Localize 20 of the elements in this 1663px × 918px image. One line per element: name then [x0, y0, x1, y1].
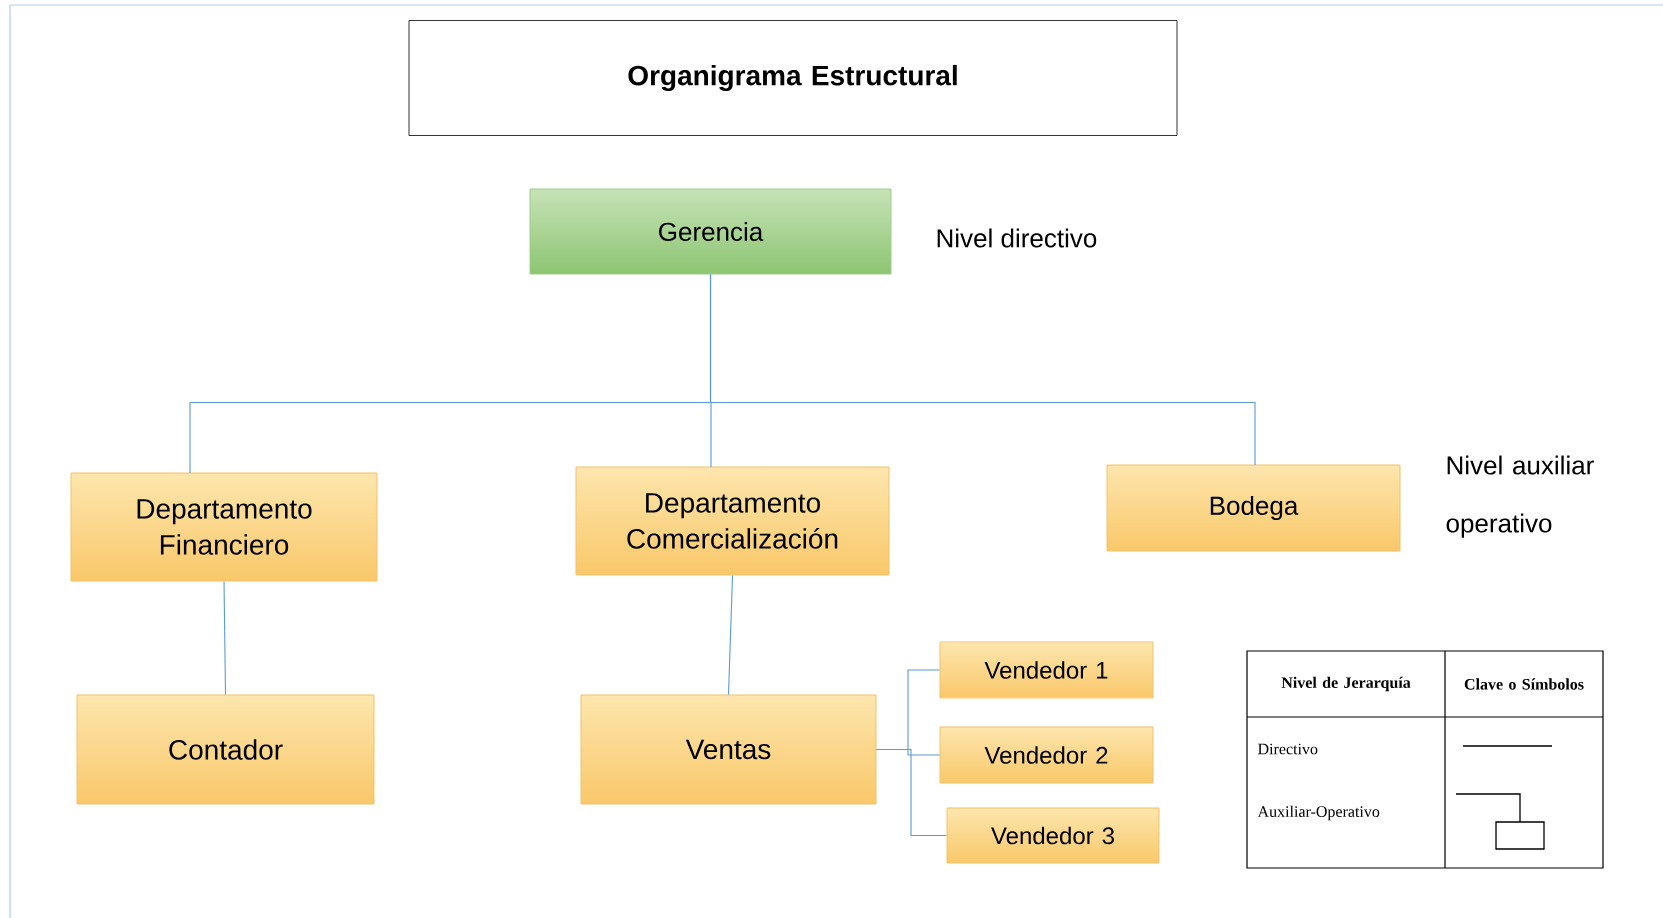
title-box: Organigrama Estructural [408, 20, 1178, 136]
connector-line [727, 574, 734, 696]
connector-line [223, 580, 227, 696]
unit-box: Departamento Comercialización [575, 466, 890, 576]
unit-box: Ventas [580, 694, 877, 805]
unit-box: Vendedor 1 [939, 641, 1154, 699]
unit-box: Vendedor 2 [939, 726, 1154, 784]
connector-line [875, 748, 948, 837]
table-header: Nivel de Jerarquía [1281, 676, 1411, 692]
table-cell: Auxiliar-Operativo [1257, 805, 1380, 821]
unit-box: Bodega [1106, 464, 1401, 552]
unit-box: Contador [76, 694, 375, 805]
unit-box: Vendedor 3 [946, 807, 1160, 864]
unit-box: Departamento Financiero [70, 472, 378, 582]
table-header: Clave o Símbolos [1464, 678, 1584, 690]
table-cell: Directivo [1258, 743, 1318, 755]
level-label: Nivel auxiliar operativo [1446, 455, 1594, 538]
connector-line [709, 273, 1256, 466]
manager-box: Gerencia [529, 188, 892, 275]
level-label: Nivel directivo [937, 228, 1097, 248]
